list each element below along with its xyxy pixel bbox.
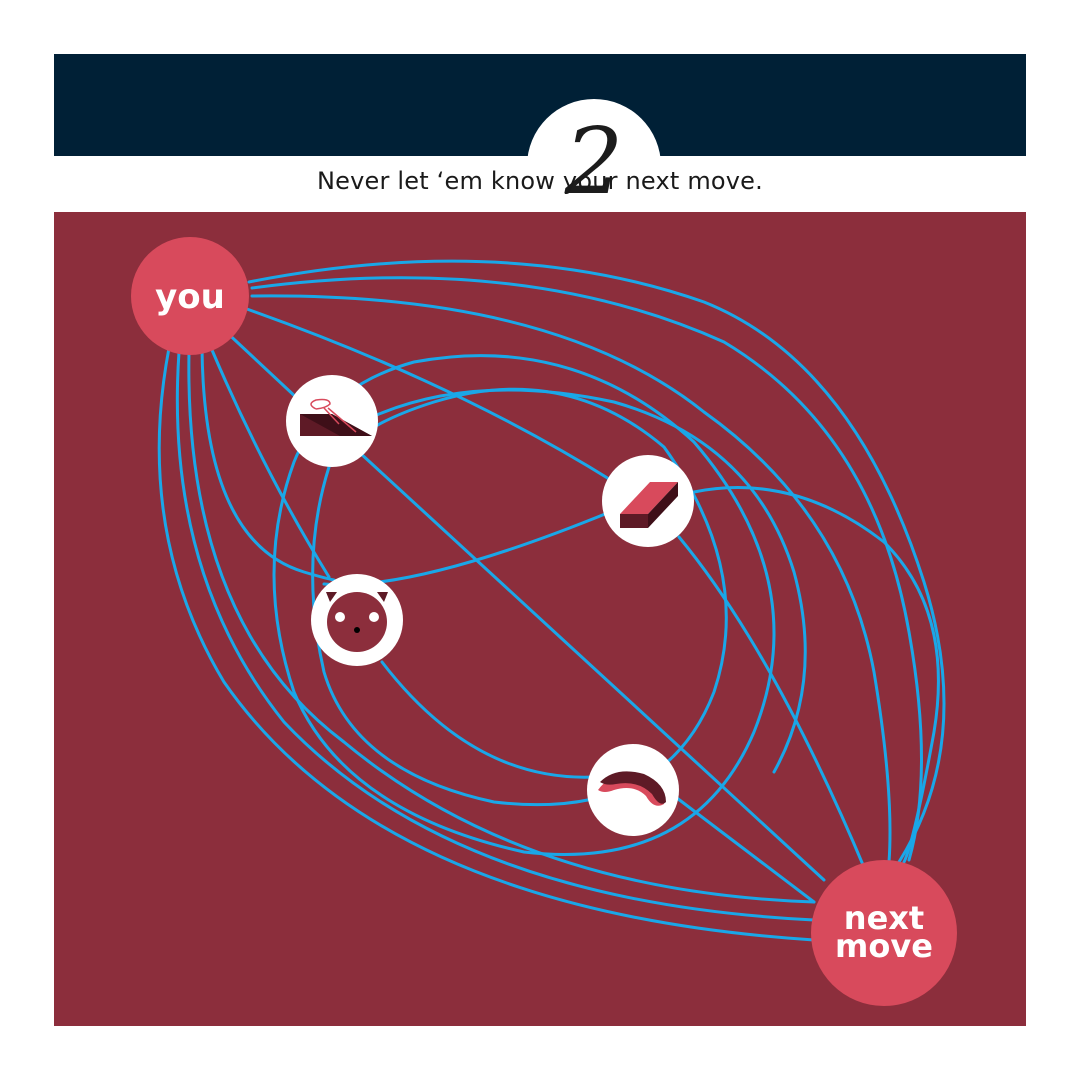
cat-face-icon [326, 592, 388, 652]
next-move-node: next move [811, 860, 957, 1006]
path-outer-arc-2 [250, 276, 923, 862]
path-outer-arc-1 [247, 259, 946, 864]
step-number: 2 [564, 108, 624, 215]
path-outer-arc-3 [250, 294, 892, 864]
path-middle-loop-1 [272, 354, 776, 856]
you-node: you [131, 237, 249, 355]
path-left-arc-3 [187, 350, 816, 904]
you-node-circle [131, 237, 249, 355]
connection-paths [157, 259, 946, 942]
path-left-arc-1 [157, 346, 816, 942]
block-icon [620, 482, 678, 528]
header-banner: 2 [54, 54, 1026, 233]
cat-face-node [311, 574, 403, 666]
step-badge: 2 [527, 99, 661, 233]
path-cat-to-curve [380, 660, 596, 779]
curved-shape-icon [598, 771, 666, 806]
next-move-node-circle [811, 860, 957, 1006]
path-left-arc-2 [175, 350, 816, 922]
path-ramp-to-next [357, 450, 826, 882]
block-node [602, 455, 694, 547]
path-you-left-loop [200, 346, 336, 582]
path-curve-to-next [667, 790, 816, 904]
ramp-node [286, 375, 378, 467]
curved-shape-node-circle [587, 744, 679, 836]
move-label: move [835, 927, 933, 965]
path-diagram: you next move [54, 212, 1026, 1026]
path-middle-loop-3 [370, 388, 807, 774]
path-you-to-ramp [220, 326, 301, 402]
you-label: you [155, 277, 225, 317]
path-you-to-block [242, 306, 616, 484]
path-block-to-next [677, 535, 868, 874]
next-label: next [844, 899, 924, 937]
tagline: Never let ‘em know your next move. [317, 167, 763, 195]
curved-shape-node [587, 744, 679, 836]
ramp-icon [300, 398, 372, 436]
